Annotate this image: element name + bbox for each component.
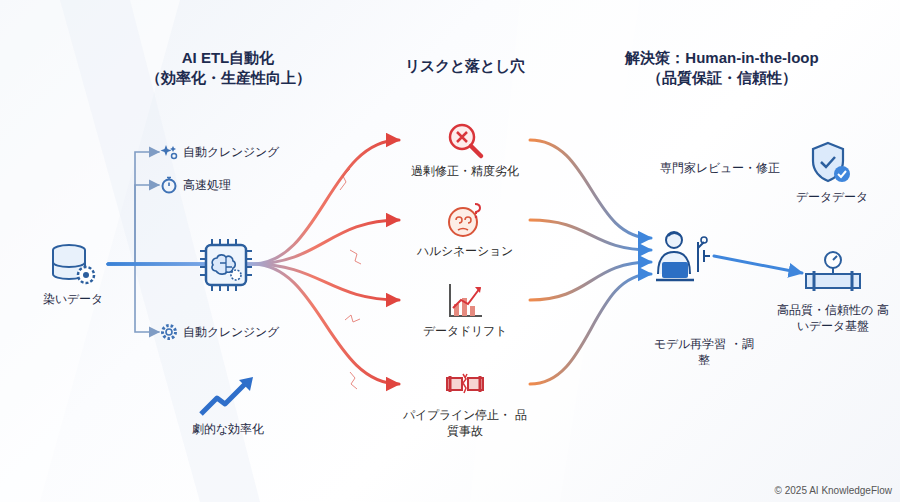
person-icon [652, 228, 714, 284]
face-icon [445, 200, 485, 240]
risk-item: 過剰修正・精度劣化 [400, 120, 530, 179]
person-icon [652, 228, 714, 284]
shield-icon [810, 140, 854, 186]
copyright-note: © 2025 AI KnowledgeFlow [775, 485, 892, 496]
flow-arrow [530, 220, 651, 250]
data-platform: 高品質・信頼性の 高いデータ基盤 [804, 250, 862, 296]
db-icon [49, 240, 97, 288]
risk-item: パイプライン停止・ 品質事故 [400, 364, 530, 439]
node-label: ハルシネーション [417, 243, 513, 259]
ai-chip-icon [198, 237, 254, 293]
node-label: 自動クレンジング [183, 324, 279, 340]
section-heading: AI ETL自動化 （効率化・生産性向上） [143, 48, 313, 89]
feature-item: 自動クレンジング [160, 143, 279, 161]
broke-icon [445, 364, 485, 404]
bars-icon [445, 280, 485, 320]
flow-arrow [108, 264, 399, 300]
node-label: データドリフト [423, 323, 507, 339]
gear-icon [160, 323, 178, 341]
flow-arrow [714, 256, 802, 273]
efficiency-badge: 劇的な効率化 [176, 374, 280, 437]
flow-arrow [530, 262, 651, 300]
data-source: 染いデータ [38, 240, 108, 307]
feature-item: 自動クレンジング [160, 323, 279, 341]
crack-marks [340, 169, 361, 389]
pipe-icon [804, 250, 862, 296]
flow-arrow [108, 264, 159, 332]
flow-arrow [108, 185, 159, 264]
gear-icon [160, 323, 178, 341]
risk-item: データドリフト [400, 280, 530, 339]
shield-icon [810, 140, 854, 186]
chart-icon [197, 374, 259, 418]
flow-arrow [530, 274, 651, 384]
flow-arrow [108, 140, 399, 264]
node-label: モデル再学習 ・調整 [654, 336, 754, 368]
mag-icon [445, 120, 485, 160]
risk-item: ハルシネーション [400, 200, 530, 259]
bars-icon [445, 280, 485, 320]
feature-item: 高速処理 [160, 176, 231, 194]
human-reviewer: 専門家レビュー・修正モデル再学習 ・調整 [652, 228, 714, 284]
node-label: 高速処理 [183, 177, 231, 193]
quality-shield: データデータ [790, 140, 874, 205]
node-label: データデータ [796, 189, 868, 205]
flow-arrow [108, 220, 399, 264]
flow-arrow [530, 140, 651, 238]
node-label: 高品質・信頼性の 高いデータ基盤 [773, 302, 893, 334]
spark-icon [160, 143, 178, 161]
watch-icon [160, 176, 178, 194]
face-icon [445, 200, 485, 240]
mag-icon [445, 120, 485, 160]
node-label: 自動クレンジング [183, 144, 279, 160]
watch-icon [160, 176, 178, 194]
pipe-icon [804, 250, 862, 296]
flow-arrow [108, 152, 159, 264]
flow-arrow [108, 264, 399, 384]
node-label: 劇的な効率化 [192, 421, 264, 437]
broke-icon [445, 364, 485, 404]
db-icon [49, 240, 97, 288]
chart-icon [197, 374, 259, 418]
node-label: パイプライン停止・ 品質事故 [400, 407, 530, 439]
node-label: 専門家レビュー・修正 [640, 160, 800, 176]
node-label: 染いデータ [43, 291, 103, 307]
spark-icon [160, 143, 178, 161]
node-label: 過剰修正・精度劣化 [411, 163, 519, 179]
section-heading: リスクと落とし穴 [385, 56, 545, 76]
section-heading: 解決策：Human-in-the-loop （品質保証・信頼性） [612, 48, 832, 89]
